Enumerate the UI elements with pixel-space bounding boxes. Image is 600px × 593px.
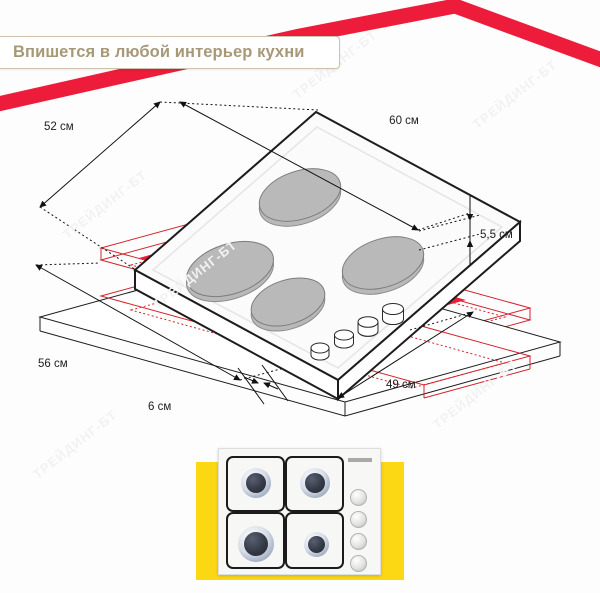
grate-cell-top-left: [226, 456, 285, 512]
brand-logo-icon: [348, 458, 372, 462]
dimension-49: 49 см: [337, 311, 474, 399]
dimension-6: 6 см: [148, 364, 289, 413]
photo-burner-bottom-right: [304, 532, 329, 557]
hob-knob-1[interactable]: [350, 489, 367, 506]
dimension-60: 60 см: [179, 101, 471, 231]
grate-cell-bottom-left: [226, 512, 285, 569]
hob-knob-2[interactable]: [350, 511, 367, 528]
feature-title-box: Впишется в любой интерьер кухни: [0, 36, 340, 69]
grate-cell-top-right: [285, 456, 344, 512]
dimension-52-label: 52 см: [44, 121, 74, 133]
hob-knob-4[interactable]: [350, 555, 367, 572]
dimension-55: 5,5 см: [418, 196, 513, 266]
knob-1: [310, 342, 330, 361]
dimension-6-label: 6 см: [148, 401, 171, 413]
knob-4: [382, 303, 404, 325]
dimension-56-label: 56 см: [38, 358, 68, 370]
dimension-55-label: 5,5 см: [480, 229, 513, 241]
hob-knob-3[interactable]: [350, 533, 367, 550]
dimension-49-label: 49 см: [386, 379, 416, 391]
hob-grates: [226, 456, 344, 569]
dimension-60-label: 60 см: [389, 115, 419, 127]
dimension-56: 56 см: [35, 262, 285, 381]
ribbon-path: [0, 0, 600, 112]
burner-cap: [244, 532, 268, 556]
photo-burner-bottom-left: [238, 526, 274, 562]
red-ribbon-banner: [0, 0, 600, 112]
burner-cap: [246, 473, 266, 493]
feature-title-text: Впишется в любой интерьер кухни: [13, 43, 305, 61]
photo-burner-top-left: [241, 468, 271, 498]
photo-burner-top-right: [300, 468, 330, 498]
burner-front: [250, 277, 326, 332]
burner-right: [341, 236, 425, 295]
knob-2: [334, 329, 354, 349]
burner-cap: [305, 473, 325, 493]
hob-photo-knobs: [348, 489, 372, 573]
knob-3: [357, 316, 379, 337]
burner-cap: [308, 536, 325, 553]
product-photo: [188, 444, 412, 589]
grate-cell-bottom-right: [285, 512, 344, 569]
hob-photo-body: [218, 448, 381, 575]
technical-drawing: 52 см 60 см 5,5 см 56 см: [35, 101, 562, 417]
